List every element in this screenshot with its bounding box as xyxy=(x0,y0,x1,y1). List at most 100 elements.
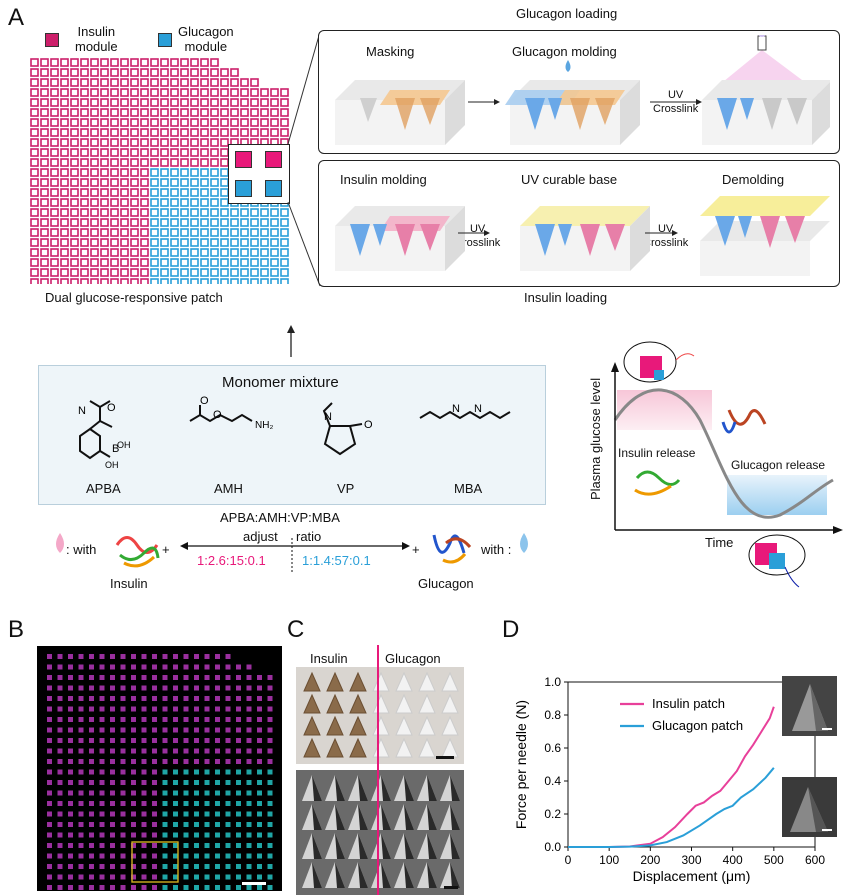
insulin-module xyxy=(120,228,129,237)
insulin-spot xyxy=(110,885,115,890)
glucagon-module xyxy=(230,258,239,267)
insulin-module xyxy=(30,188,39,197)
panel-label-d: D xyxy=(502,616,520,643)
glucagon-spot xyxy=(257,843,262,848)
insulin-module xyxy=(220,68,229,77)
insulin-spot xyxy=(89,664,94,670)
insulin-spot xyxy=(225,654,231,659)
insulin-module xyxy=(120,268,129,277)
needle-photo xyxy=(395,737,413,758)
glucagon-spot xyxy=(194,874,199,880)
ratio-title: APBA:AMH:VP:MBA xyxy=(220,510,340,525)
uv-crosslink-label: UV Crosslink xyxy=(653,89,699,115)
insulin-module xyxy=(180,68,189,77)
insulin-module xyxy=(230,88,239,97)
insulin-spot xyxy=(267,696,273,701)
insulin-module xyxy=(40,228,49,237)
glucagon-module xyxy=(210,178,219,187)
glucagon-spot xyxy=(173,843,178,848)
insulin-spot xyxy=(110,748,115,754)
insulin-spot xyxy=(57,864,63,869)
insulin-module xyxy=(50,238,59,247)
insulin-spot xyxy=(141,801,147,806)
y-tick-label: 0.8 xyxy=(544,708,561,722)
insulin-module xyxy=(180,148,189,157)
glucagon-spot xyxy=(204,780,210,785)
svg-text:OH: OH xyxy=(105,460,119,470)
insulin-module xyxy=(80,268,89,277)
insulin-module xyxy=(50,168,59,177)
glucagon-spot xyxy=(257,832,262,838)
insulin-module xyxy=(40,148,49,157)
insulin-module xyxy=(140,138,149,147)
needle-sem-shadow xyxy=(450,775,460,801)
glucagon-module xyxy=(160,218,169,227)
glucagon-loading-title: Glucagon loading xyxy=(516,6,618,21)
insulin-module xyxy=(220,138,229,147)
glucagon-module xyxy=(170,188,179,197)
step-uv-curable-base: UV curable base xyxy=(521,172,618,187)
glucagon-spot xyxy=(162,811,168,817)
glucagon-spot xyxy=(183,885,189,890)
insulin-spot xyxy=(47,811,52,817)
insulin-module xyxy=(140,158,149,167)
insulin-module xyxy=(250,78,259,87)
insulin-module xyxy=(170,138,179,147)
insulin-spot xyxy=(110,780,115,785)
insulin-module xyxy=(100,258,109,267)
insulin-module xyxy=(100,278,109,284)
insulin-spot xyxy=(89,696,94,701)
glucagon-spot xyxy=(267,822,273,827)
insulin-module xyxy=(40,138,49,147)
insulin-module xyxy=(40,98,49,107)
insulin-module xyxy=(40,168,49,177)
glucagon-module xyxy=(190,228,199,237)
patch-label: Dual glucose-responsive patch xyxy=(45,290,223,305)
insulin-module xyxy=(170,108,179,117)
glucagon-spot xyxy=(162,874,168,880)
needle-photo xyxy=(303,693,321,714)
glucagon-module xyxy=(260,238,269,247)
glucagon-module xyxy=(160,278,169,284)
needle-photo xyxy=(441,671,459,692)
insulin-module xyxy=(70,188,79,197)
uv-crosslink-label-2: UV Crosslink xyxy=(643,223,689,249)
insulin-spot xyxy=(141,843,147,848)
insulin-module xyxy=(70,268,79,277)
insulin-spot xyxy=(194,696,199,701)
insulin-module xyxy=(90,258,99,267)
insulin-module xyxy=(110,198,119,207)
insulin-module xyxy=(260,88,269,97)
insulin-module xyxy=(170,88,179,97)
glucagon-module xyxy=(260,248,269,257)
insulin-module xyxy=(60,278,69,284)
glucagon-module xyxy=(270,268,279,277)
insulin-spot xyxy=(99,675,105,680)
glucagon-module xyxy=(210,168,219,177)
insulin-spot xyxy=(68,790,73,796)
insulin-module xyxy=(190,118,199,127)
insulin-spot xyxy=(99,864,105,869)
glucagon-module xyxy=(190,218,199,227)
insulin-spot xyxy=(47,843,52,848)
insulin-spot xyxy=(47,790,52,796)
insulin-spot xyxy=(68,811,73,817)
svg-text:NH₂: NH₂ xyxy=(255,420,273,431)
glucagon-module xyxy=(220,268,229,277)
insulin-spot xyxy=(47,738,52,743)
insulin-spot xyxy=(110,769,115,775)
insulin-module xyxy=(160,98,169,107)
insulin-spot xyxy=(225,738,231,743)
insulin-module xyxy=(100,178,109,187)
insulin-spot xyxy=(68,727,73,733)
glucagon-spot xyxy=(204,790,210,796)
glucagon-legend-label: Glucagon module xyxy=(178,24,234,54)
insulin-spot xyxy=(89,759,94,764)
needle-sem-shadow xyxy=(427,775,437,801)
insulin-module xyxy=(170,128,179,137)
glucagon-module xyxy=(220,228,229,237)
insulin-module xyxy=(110,118,119,127)
insulin-module xyxy=(120,198,129,207)
insulin-spot xyxy=(89,748,94,754)
